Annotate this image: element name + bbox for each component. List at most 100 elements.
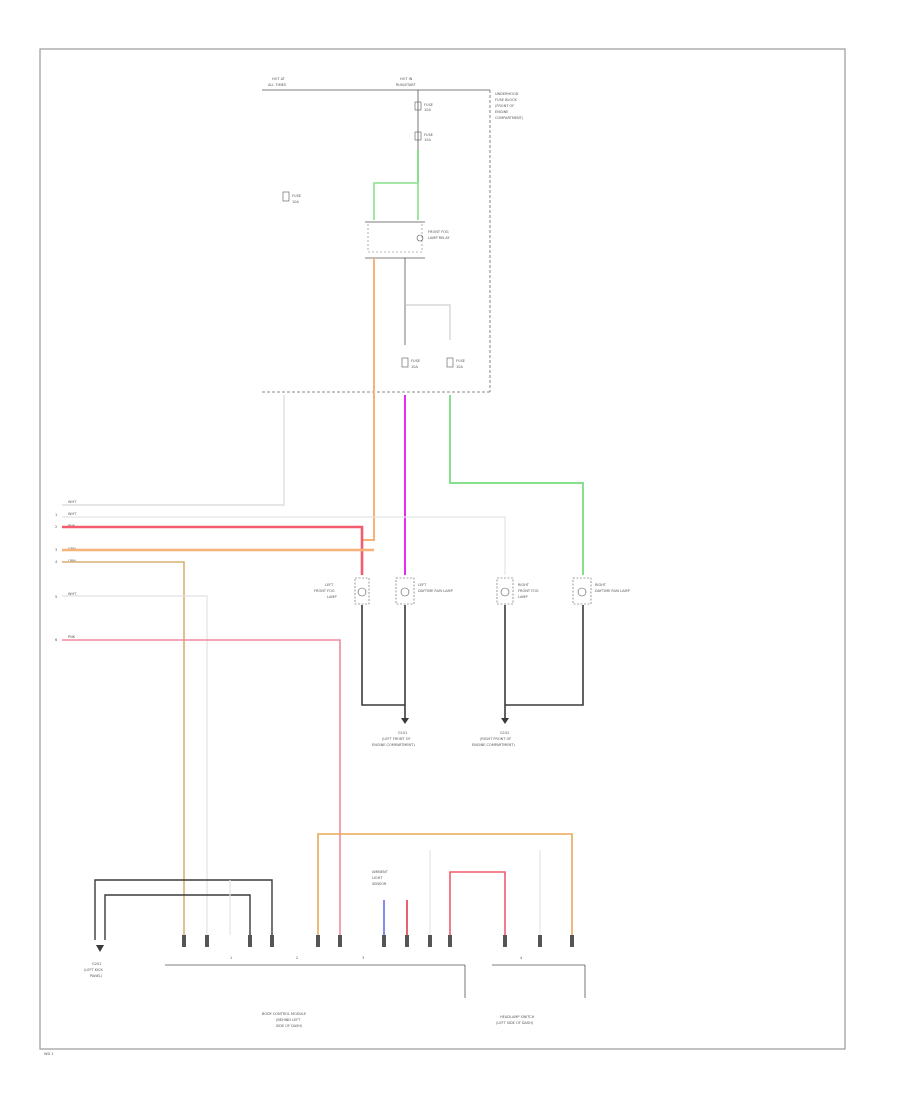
lamp-3-label-1: RIGHT	[518, 583, 530, 587]
lamp-1-label-3: LAMP	[327, 595, 337, 599]
lamp-1-label-1: LEFT	[325, 583, 334, 587]
lamp-4-body	[572, 577, 592, 605]
fuse-block-label-5: COMPARTMENT)	[495, 116, 524, 120]
lamp-2-label-2: DAYTIME RUN LAMP	[418, 589, 453, 593]
fuse-c-icon	[282, 191, 290, 202]
ground-1-label-2: (LEFT FRONT OF	[382, 737, 411, 741]
hot-at-all-times-label-2: ALL TIMES	[268, 83, 287, 87]
bcm-label-1: BODY CONTROL MODULE	[262, 1012, 306, 1016]
fuse-b-icon	[414, 131, 422, 141]
left-daytime-run-lamp	[395, 577, 415, 605]
bcm-terminal	[205, 935, 209, 947]
fuse-b-label: FUSE	[424, 133, 433, 137]
left-pin-4: 4	[55, 560, 58, 564]
white-wire-fog-feed	[405, 304, 451, 340]
left-front-fog-lamp	[354, 577, 370, 605]
bcm-terminal	[382, 935, 386, 947]
left-pin-3: 3	[55, 548, 57, 552]
relay-switch-icon	[416, 234, 424, 242]
left-wire-label-7: PNK	[68, 635, 76, 639]
bcm-terminal	[405, 935, 409, 947]
lamp-3-bulb-icon	[500, 587, 510, 597]
bcm-terminal	[182, 935, 186, 947]
ground-1-label-3: ENGINE COMPARTMENT)	[372, 743, 415, 747]
fuse-a-icon	[414, 101, 422, 111]
pink-wire-to-bcm	[62, 639, 341, 935]
left-wire-label-5: ORN	[68, 559, 76, 563]
fuse-block-label-1: UNDERHOOD	[495, 92, 519, 96]
hot-in-run-label: HOT IN	[400, 77, 413, 81]
diagram-frame	[39, 48, 846, 1050]
ambient-sensor-label-2: LIGHT	[372, 876, 383, 880]
ground-g102-arrow	[501, 718, 509, 724]
ground-g102-icon	[501, 718, 509, 724]
fuse-e-label: FUSE	[456, 359, 465, 363]
left-pin-5: 5	[55, 595, 57, 599]
lamp-4-bulb-icon	[577, 587, 587, 597]
switch-terminal	[503, 935, 507, 947]
lamp-1-bulb-icon	[357, 587, 367, 597]
fuse-d-icon	[401, 357, 409, 368]
fuse-a-value: 10A	[424, 108, 431, 112]
fuse-b-value: 15A	[424, 138, 431, 142]
ground-3-label-3: PANEL)	[90, 974, 103, 978]
bcm-pin-3: 3	[362, 956, 364, 960]
headlamp-switch-label-2: (LEFT SIDE OF DASH)	[496, 1021, 534, 1025]
lamp-1-body	[354, 577, 370, 605]
ground-3-label-2: (LEFT KICK	[84, 968, 104, 972]
red-wire-left-fog	[62, 525, 364, 575]
ground-wire-left-lamps	[361, 605, 405, 706]
left-pin-2: 2	[55, 525, 57, 529]
switch-pin-4: 4	[520, 956, 523, 960]
ambient-sensor-label-3: SENSOR	[372, 882, 387, 886]
bcm-terminal	[270, 935, 274, 947]
fuse-d-value: 10A	[411, 365, 418, 369]
page-id: WD 1	[44, 1052, 54, 1056]
lamp-4-label-1: RIGHT	[595, 583, 607, 587]
lamp-2-label-1: LEFT	[418, 583, 427, 587]
bcm-terminals	[182, 935, 574, 947]
hot-at-all-times-label: HOT AT	[272, 77, 286, 81]
lamp-2-body	[395, 577, 415, 605]
lamp-2-bulb-icon	[400, 587, 410, 597]
headlamp-switch-label-1: HEADLAMP SWITCH	[500, 1015, 535, 1019]
left-wire-label-2: WHT	[68, 512, 77, 516]
bcm-terminal	[248, 935, 252, 947]
fuse-block-label-4: ENGINE	[495, 110, 508, 114]
ground-g101-arrow	[401, 718, 409, 724]
fuse-e-icon	[446, 357, 454, 368]
fuse-c-label: FUSE	[292, 194, 301, 198]
lamp-3-label-3: LAMP	[518, 595, 528, 599]
ground-2-label-3: ENGINE COMPARTMENT)	[472, 743, 515, 747]
fuse-block-label-2: FUSE BLOCK	[495, 98, 518, 102]
bcm-terminal	[338, 935, 342, 947]
ground-wire-g201-outer	[94, 879, 273, 940]
fuse-c-value: 10A	[292, 200, 299, 204]
red-wire-headlamp-switch	[449, 871, 506, 935]
left-pin-6: 6	[55, 638, 57, 642]
white-wire-from-fuse-block	[62, 395, 285, 506]
bcm-label-3: SIDE OF DASH)	[276, 1024, 303, 1028]
ground-2-label-2: (RIGHT FRONT OF	[480, 737, 511, 741]
orange-wire-bcm-to-switch	[317, 833, 573, 935]
right-front-fog-lamp	[496, 577, 514, 605]
ground-wire-g201-inner	[104, 894, 251, 940]
lamp-3-body	[496, 577, 514, 605]
ground-wire-right-lamps	[505, 605, 584, 706]
bcm-label-2: (BEHIND LEFT	[276, 1018, 301, 1022]
bcm-pin-1: 1	[230, 956, 232, 960]
relay-body	[367, 221, 423, 253]
right-daytime-run-lamp	[572, 577, 592, 605]
switch-terminal	[570, 935, 574, 947]
ground-g201-icon	[96, 945, 104, 952]
white-wire-to-bcm	[62, 595, 208, 935]
ground-g101-icon	[401, 718, 409, 724]
fuse-e-value: 10A	[456, 365, 463, 369]
left-pin-1: 1	[55, 513, 57, 517]
orange-wire-fuse-block	[362, 258, 375, 541]
lamp-1-label-2: FRONT FOG	[314, 589, 335, 593]
fuse-a-label: FUSE	[424, 103, 433, 107]
bcm-terminal	[428, 935, 432, 947]
ground-1-label-1: G101	[398, 731, 407, 735]
